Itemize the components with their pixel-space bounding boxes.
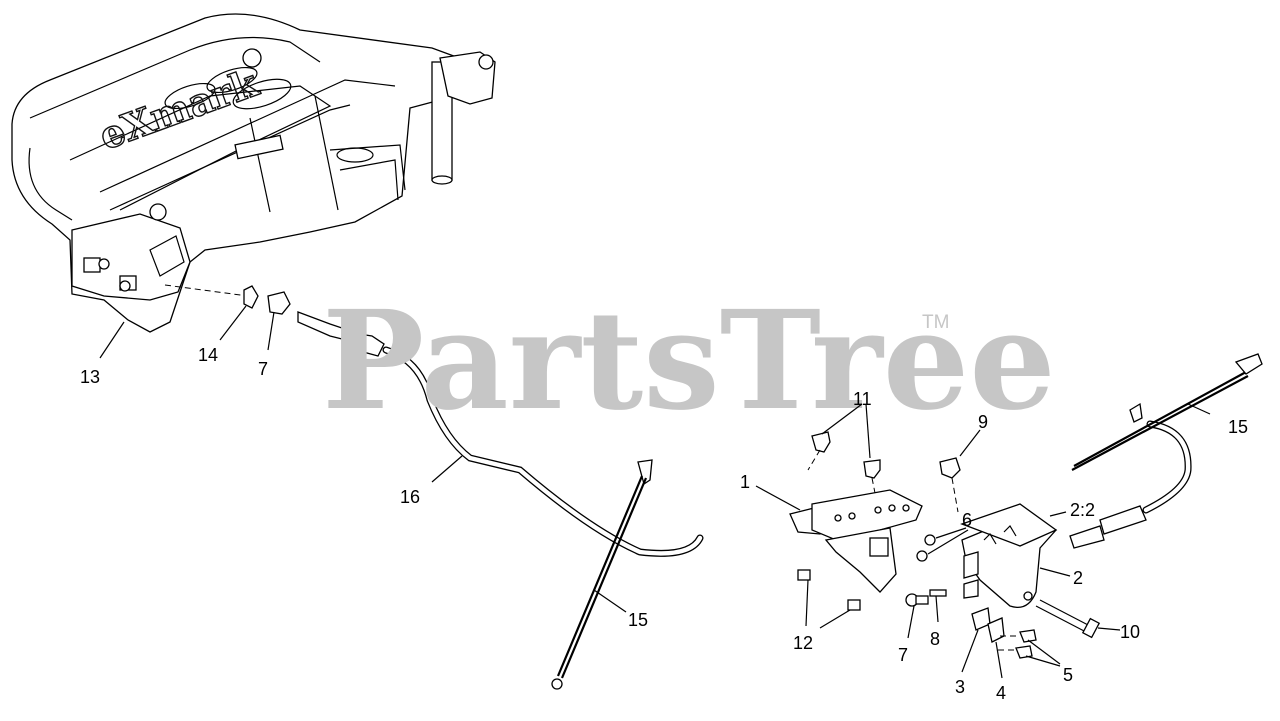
mower-housing-assembly bbox=[11, 13, 496, 333]
pedal-item-2 bbox=[960, 503, 1058, 609]
callout-1: 1 bbox=[740, 472, 750, 492]
clip-item-4 bbox=[987, 617, 1005, 643]
callout-6: 6 bbox=[962, 510, 972, 530]
callout-15-left: 15 bbox=[628, 610, 648, 630]
cotter-pin-item-8 bbox=[929, 589, 947, 597]
callout-3: 3 bbox=[955, 677, 965, 697]
callout-2-2: 2:2 bbox=[1070, 500, 1095, 520]
leader-lines bbox=[99, 305, 1211, 679]
square-nuts-item-12 bbox=[797, 569, 861, 611]
callout-15-right: 15 bbox=[1228, 417, 1248, 437]
callout-7-left: 7 bbox=[258, 359, 268, 379]
callout-14: 14 bbox=[198, 345, 218, 365]
callout-4: 4 bbox=[996, 683, 1006, 703]
callout-13: 13 bbox=[80, 367, 100, 387]
control-rod-item-15-right bbox=[1071, 353, 1263, 471]
flange-nut-item-9 bbox=[939, 457, 961, 513]
control-rod-item-15-left bbox=[551, 459, 653, 690]
partstree-watermark: PartsTree bbox=[322, 281, 1056, 441]
callout-8: 8 bbox=[930, 629, 940, 649]
nuts-item-6 bbox=[916, 534, 936, 562]
callout-9: 9 bbox=[978, 412, 988, 432]
alignment-line bbox=[164, 284, 249, 297]
cable-clip-item-14 bbox=[243, 285, 259, 309]
callout-5: 5 bbox=[1063, 665, 1073, 685]
pedal-bracket-item-1 bbox=[789, 489, 923, 593]
cable-item-16 bbox=[297, 311, 704, 557]
callout-16: 16 bbox=[400, 487, 420, 507]
jam-nut-item-7-left bbox=[267, 291, 291, 315]
callout-10: 10 bbox=[1120, 622, 1140, 642]
bolt-item-10 bbox=[1035, 599, 1101, 639]
clip-item-3 bbox=[971, 607, 991, 631]
trademark-symbol: TM bbox=[922, 312, 949, 333]
callout-12: 12 bbox=[793, 633, 813, 653]
callout-11: 11 bbox=[853, 389, 872, 409]
carriage-bolts-item-11 bbox=[807, 431, 881, 499]
callout-7-right: 7 bbox=[898, 645, 908, 665]
screws-item-5 bbox=[998, 629, 1037, 659]
callout-2: 2 bbox=[1073, 568, 1083, 588]
jam-nut-item-7-right bbox=[905, 593, 929, 607]
cable-right bbox=[1069, 420, 1192, 549]
callout-labels: 13 14 7 16 15 11 9 1 6 2:2 15 2 10 12 7 … bbox=[80, 345, 1248, 703]
